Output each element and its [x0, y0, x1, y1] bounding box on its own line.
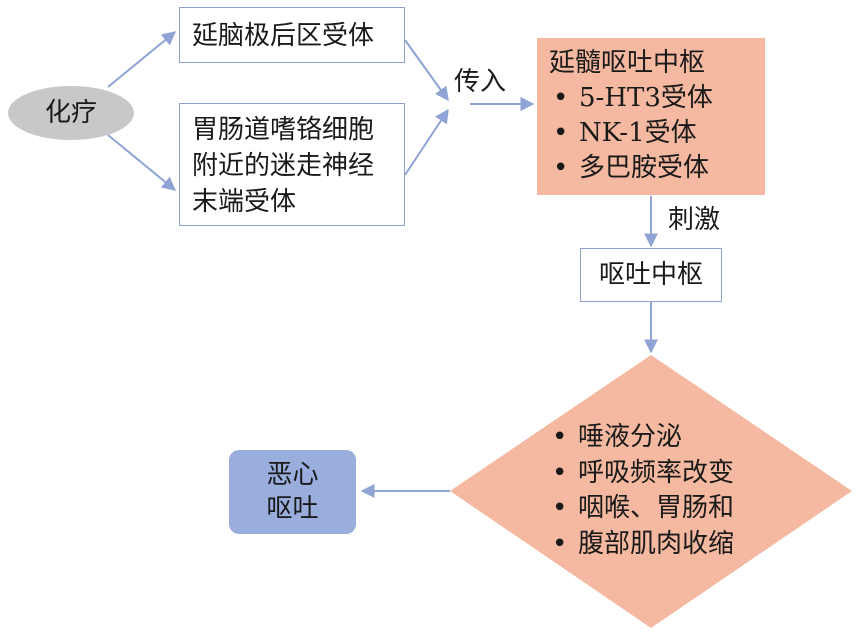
- effect-item: 唾液分泌: [548, 420, 808, 456]
- effect-item: 腹部肌肉收缩: [548, 527, 808, 563]
- receptor-item: NK-1受体: [549, 116, 765, 151]
- afferent-label: 传入: [454, 67, 507, 97]
- arrow-chemo-to-postrema: [107, 31, 177, 88]
- effect-item: 呼吸频率改变: [548, 456, 808, 492]
- vagal-receptor-line: 胃肠道嗜铬细胞: [192, 115, 375, 145]
- outcome-line: 恶心: [266, 460, 319, 490]
- chemotherapy-label: 化疗: [44, 98, 97, 128]
- area-postrema-receptor-box: 延脑极后区受体: [179, 7, 405, 63]
- arrow-vagal-to-merge: [404, 108, 449, 176]
- medullary-vomiting-center-box: 延髓呕吐中枢 5-HT3受体 NK-1受体 多巴胺受体: [537, 38, 765, 195]
- vagal-receptor-box: 胃肠道嗜铬细胞 附近的迷走神经 末端受体: [179, 103, 405, 226]
- arrow-postrema-to-merge: [404, 39, 449, 102]
- physiological-effects-list: 唾液分泌 呼吸频率改变 咽喉、胃肠和 腹部肌肉收缩: [548, 420, 808, 562]
- area-postrema-receptor-label: 延脑极后区受体: [192, 21, 375, 51]
- vomiting-center-box: 呕吐中枢: [580, 248, 722, 302]
- outcome-line: 呕吐: [266, 494, 319, 524]
- vomiting-center-label: 呕吐中枢: [598, 260, 703, 290]
- vagal-receptor-line: 末端受体: [192, 187, 297, 217]
- effect-item: 咽喉、胃肠和: [548, 491, 808, 527]
- chemotherapy-node: 化疗: [8, 86, 134, 140]
- receptor-item: 5-HT3受体: [549, 81, 765, 116]
- vagal-receptor-line: 附近的迷走神经: [192, 151, 375, 181]
- stimulate-label: 刺激: [668, 205, 721, 235]
- receptor-item: 多巴胺受体: [549, 151, 765, 186]
- medullary-center-title: 延髓呕吐中枢: [549, 48, 706, 78]
- arrow-chemo-to-vagal: [107, 134, 177, 191]
- nausea-vomiting-box: 恶心 呕吐: [229, 450, 356, 534]
